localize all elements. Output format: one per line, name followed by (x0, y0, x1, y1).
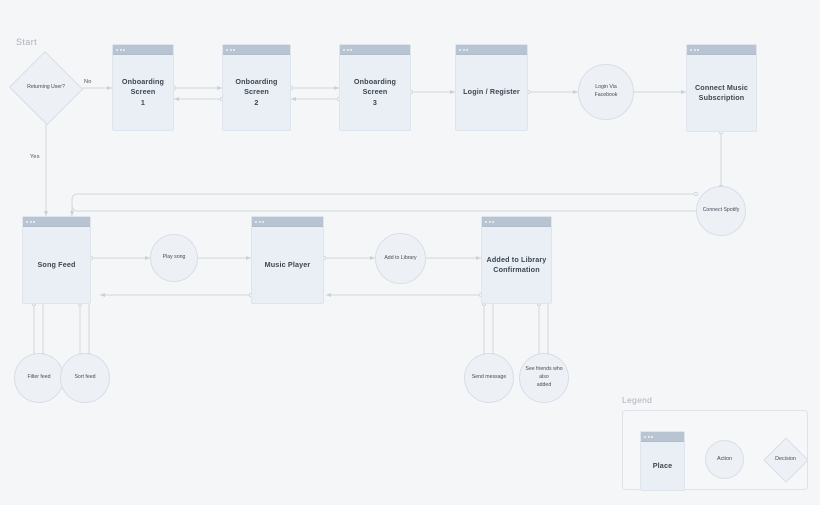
legend-label-decision: Decision (775, 455, 796, 462)
node-login-via-facebook[interactable]: Login Via Facebook (578, 64, 634, 120)
edge-label-no: No (84, 79, 92, 85)
node-onboarding-screen-1[interactable]: Onboarding Screen 1 (112, 44, 174, 131)
legend-title: Legend (622, 395, 653, 405)
node-connect-music-subscription[interactable]: Connect Music Subscription (686, 44, 757, 132)
window-titlebar (482, 217, 551, 227)
legend-item-place: Place (640, 431, 685, 491)
window-titlebar (113, 45, 173, 55)
node-onboarding-screen-2[interactable]: Onboarding Screen 2 (222, 44, 291, 131)
node-label: Added to Library Confirmation (486, 254, 547, 274)
edge-label-yes: Yes (30, 154, 40, 160)
node-label: Onboarding Screen 1 (121, 76, 165, 107)
node-send-message[interactable]: Send message (464, 353, 514, 403)
node-label: Returning User? (27, 84, 65, 91)
node-label: Onboarding Screen 2 (235, 76, 278, 107)
node-onboarding-screen-3[interactable]: Onboarding Screen 3 (339, 44, 411, 131)
node-play-song[interactable]: Play song (150, 234, 198, 282)
node-label: Login / Register (463, 87, 520, 97)
legend-label-place: Place (652, 460, 673, 470)
legend-box: Place Action Decision (622, 410, 808, 491)
legend-item-action: Action (705, 440, 744, 479)
node-sort-feed[interactable]: Sort feed (60, 353, 110, 403)
start-label: Start (16, 37, 38, 47)
window-titlebar (687, 45, 756, 55)
node-label: Music Player (264, 259, 311, 269)
window-titlebar (641, 432, 684, 442)
node-song-feed[interactable]: Song Feed (22, 216, 91, 304)
node-label: Connect Music Subscription (694, 82, 749, 102)
window-titlebar (223, 45, 290, 55)
node-music-player[interactable]: Music Player (251, 216, 324, 304)
node-returning-user[interactable]: Returning User? (8, 51, 84, 125)
node-filter-feed[interactable]: Filter feed (14, 353, 64, 403)
legend-item-decision: Decision (763, 437, 808, 482)
window-titlebar (456, 45, 527, 55)
window-titlebar (340, 45, 410, 55)
node-connect-spotify[interactable]: Connect Spotify (696, 186, 746, 236)
node-see-friends-who-also-added[interactable]: See friends who also added (519, 353, 569, 403)
window-titlebar (23, 217, 90, 227)
window-titlebar (252, 217, 323, 227)
node-added-to-library-confirmation[interactable]: Added to Library Confirmation (481, 216, 552, 304)
node-add-to-library[interactable]: Add to Library (375, 233, 426, 284)
node-label: Song Feed (37, 259, 76, 269)
node-label: Onboarding Screen 3 (353, 76, 397, 107)
node-login-register[interactable]: Login / Register (455, 44, 528, 131)
